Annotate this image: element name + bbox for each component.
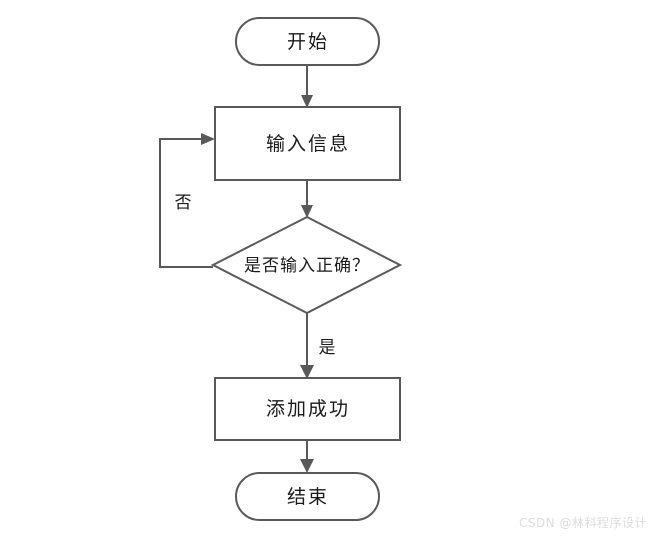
- arrow-head-icon: [300, 365, 314, 379]
- edge-decision-to-success: [300, 313, 314, 379]
- edge-decision-to-input-loop: [159, 133, 215, 268]
- success-node-shape: [214, 377, 401, 441]
- node-start[interactable]: 开始: [235, 17, 380, 66]
- arrow-head-icon: [301, 95, 313, 108]
- edge-success-to-end: [300, 440, 314, 473]
- node-end[interactable]: 结束: [235, 472, 380, 521]
- node-input[interactable]: 输入信息: [214, 106, 401, 181]
- node-decision[interactable]: 是否输入正确？: [210, 215, 403, 315]
- edge-label-yes: 是: [319, 338, 336, 358]
- arrow-head-icon: [301, 205, 313, 218]
- end-node-shape: [235, 472, 380, 521]
- decision-node-label: 是否输入正确？: [244, 256, 370, 276]
- arrow-head-icon: [201, 133, 215, 145]
- success-node-label: 添加成功: [266, 398, 350, 420]
- edge-start-to-input: [301, 65, 313, 108]
- start-node-shape: [235, 17, 380, 66]
- watermark-text: CSDN @林科程序设计: [518, 516, 647, 530]
- decision-node-shape: [210, 215, 403, 315]
- input-node-label: 输入信息: [266, 133, 350, 155]
- input-node-shape: [214, 106, 401, 181]
- node-success[interactable]: 添加成功: [214, 377, 401, 441]
- edge-input-to-decision: [301, 180, 313, 218]
- start-node-label: 开始: [287, 31, 329, 53]
- edge-label-no: 否: [175, 193, 192, 213]
- arrow-head-icon: [300, 459, 314, 473]
- end-node-label: 结束: [287, 486, 329, 508]
